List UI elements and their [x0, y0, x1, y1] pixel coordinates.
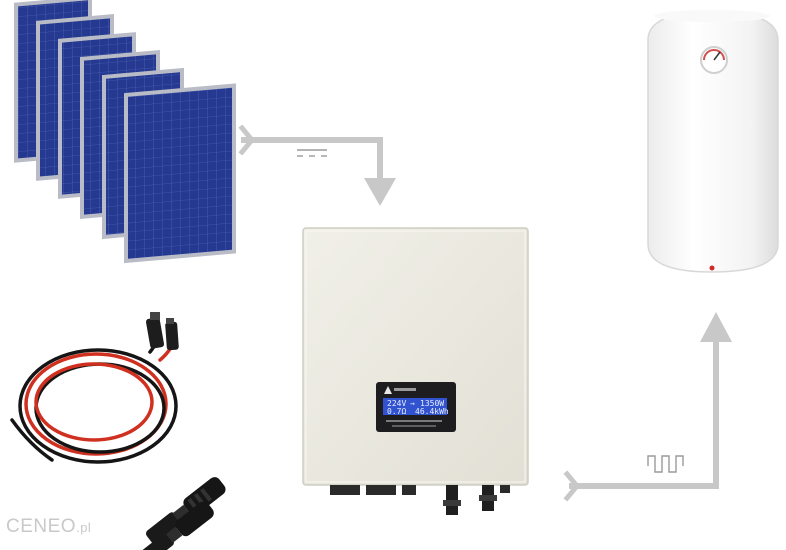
ac-arrow: [563, 335, 719, 502]
mc4-connector: [145, 312, 179, 351]
mc4-connector-pair: [145, 477, 226, 544]
brand-logo-icon: [384, 386, 392, 394]
inverter-bottom-connectors: [330, 485, 510, 515]
indicator-light-icon: [709, 265, 715, 271]
solar-inverter: [302, 227, 529, 515]
dc-arrow-head: [364, 178, 396, 206]
ac-arrow-head: [700, 312, 732, 342]
lcd-line1-right: 1350W: [420, 399, 445, 408]
lcd-line1-left: 224V: [387, 399, 407, 408]
watermark-suffix: .pl: [76, 520, 92, 535]
square-wave-icon: [647, 455, 684, 473]
watermark-brand: CENEO: [6, 516, 77, 537]
dc-arrow: [238, 124, 383, 185]
watermark: CENEO.pl: [6, 516, 91, 538]
lcd-line2-right: 46.4kWh: [415, 407, 449, 416]
lcd-line1-arrow: →: [410, 399, 415, 408]
water-heater: [647, 10, 779, 273]
dc-current-icon: [297, 149, 327, 157]
solar-panel: [124, 83, 236, 264]
thermostat-gauge-icon: [700, 46, 728, 74]
mc4-connector-pair: [141, 501, 214, 550]
inverter-lcd: [383, 398, 447, 415]
solar-cable-coil: [10, 324, 178, 464]
lcd-line2-left: 0.7Ω: [387, 407, 407, 416]
solar-panels: [14, 0, 236, 264]
